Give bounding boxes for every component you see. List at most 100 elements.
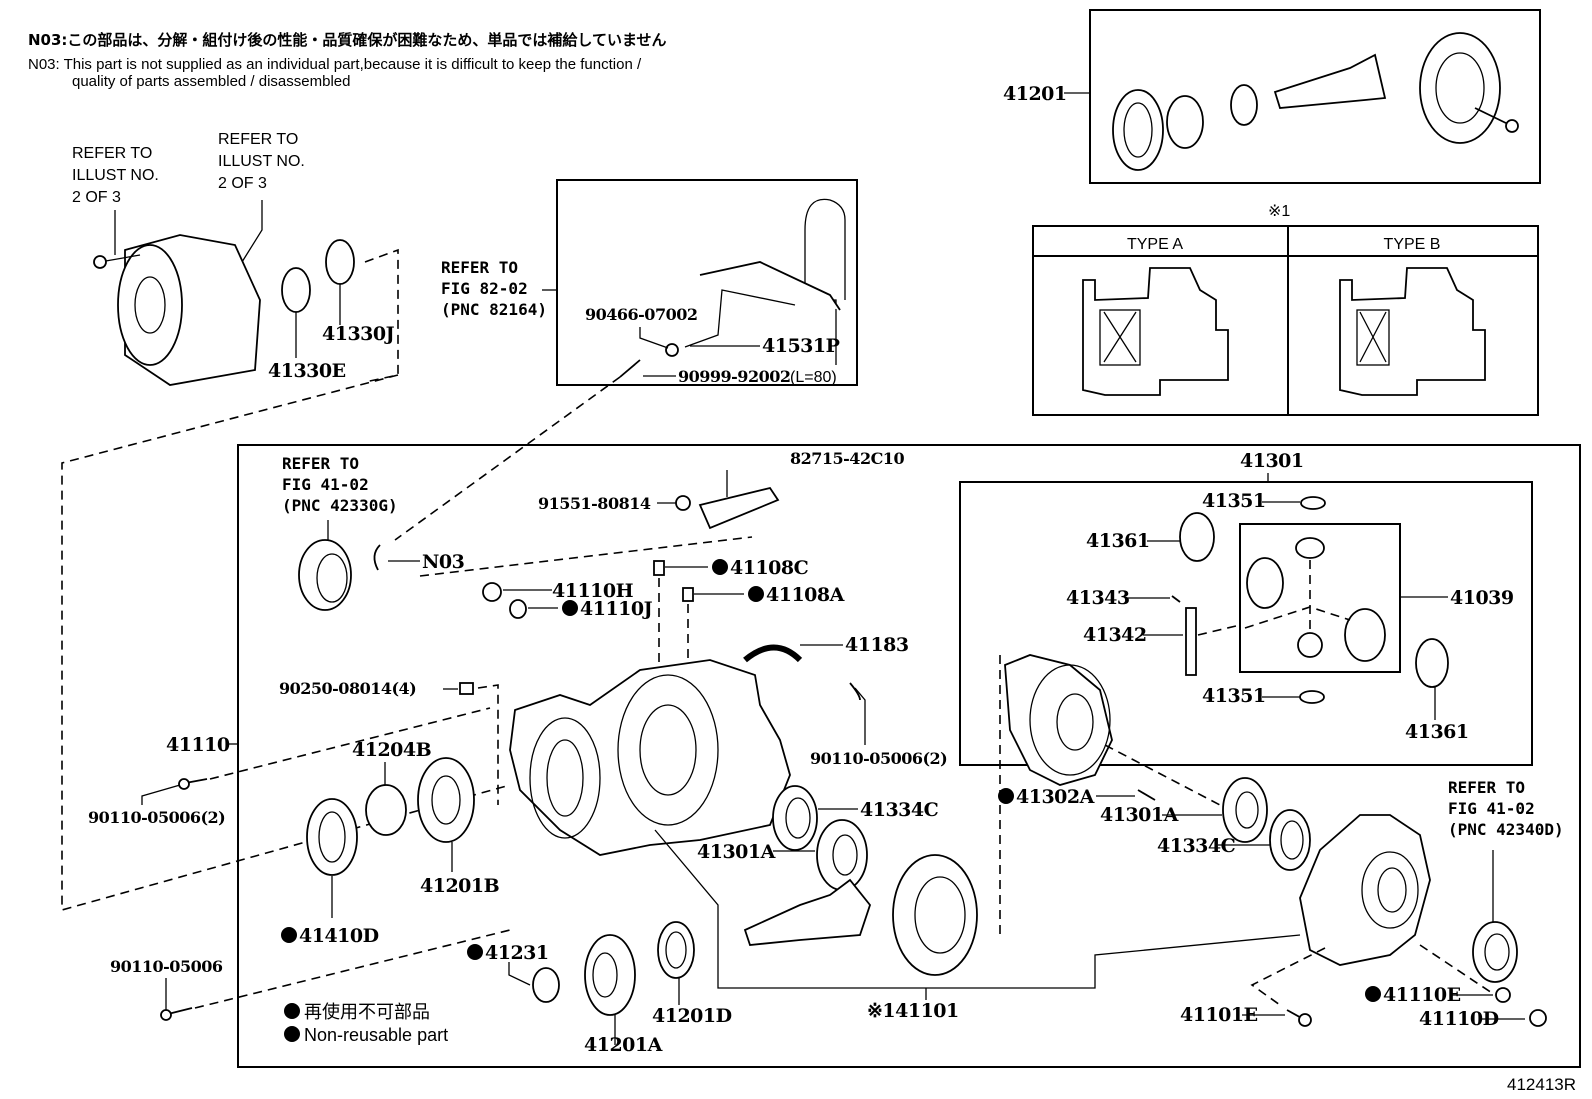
extension-housing-icon <box>93 234 261 386</box>
part-label-41201A[interactable]: 41201A <box>584 1034 663 1056</box>
legend-dot-en <box>284 1026 300 1042</box>
part-label-41110[interactable]: 41110 <box>166 734 230 756</box>
nut-41204B-icon <box>365 784 407 836</box>
hose-N03-icon <box>373 544 381 571</box>
breather-pipe-icon <box>804 198 846 365</box>
washer-41351-bottom-icon <box>1299 690 1325 704</box>
part-label-N03[interactable]: N03 <box>422 551 465 573</box>
part-label-41039[interactable]: 41039 <box>1450 587 1514 609</box>
part-label-90999-92002[interactable]: 90999-92002 <box>678 367 791 386</box>
part-label-41101E[interactable]: 41101E <box>1180 1004 1258 1026</box>
non-reusable-marker <box>712 559 728 575</box>
part-label-41330J[interactable]: 41330J <box>322 323 395 345</box>
main-assembly-box <box>237 444 1581 1068</box>
pinion-gear-bottom-icon <box>1297 632 1323 658</box>
part-label-41110E[interactable]: 41110E <box>1383 984 1461 1006</box>
part-label-41351-top[interactable]: 41351 <box>1202 490 1266 512</box>
part-label-41361-top[interactable]: 41361 <box>1086 530 1150 552</box>
part-label-90466-07002[interactable]: 90466-07002 <box>585 305 698 324</box>
breather-hose-group: REFER TO FIG 82-02 (PNC 82164) 90466-070… <box>394 179 858 541</box>
part-label-41231[interactable]: 41231 <box>485 942 549 964</box>
part-label-41410D[interactable]: 41410D <box>299 925 379 947</box>
refer-illust-left-line1: REFER TO <box>72 145 152 162</box>
pin-41343-icon <box>1171 595 1181 603</box>
plug-41110D-icon <box>1529 1009 1547 1027</box>
refer-fig-41-02-g-line2: FIG 41-02 <box>282 475 369 494</box>
part-label-41301A-left[interactable]: 41301A <box>697 841 776 863</box>
part-label-90110-05006[interactable]: 90110-05006 <box>110 957 223 976</box>
part-label-82715-42C10[interactable]: 82715-42C10 <box>790 449 905 468</box>
non-reusable-marker <box>1365 986 1381 1002</box>
part-label-41334C-left[interactable]: 41334C <box>860 799 939 821</box>
leader-line <box>854 687 866 745</box>
bolt-head <box>1505 119 1519 133</box>
type-a-label[interactable]: TYPE A <box>1127 236 1183 253</box>
part-label-41302A[interactable]: 41302A <box>1016 786 1095 808</box>
refer-fig-41-02-d-line2: FIG 41-02 <box>1448 799 1535 818</box>
part-label-41201B[interactable]: 41201B <box>420 875 500 897</box>
part-label-41351-bottom[interactable]: 41351 <box>1202 685 1266 707</box>
oil-seal-icon <box>1112 89 1164 171</box>
dashed-guide <box>1419 944 1496 996</box>
dashed-guide <box>364 248 399 383</box>
part-label-90110-05006-2-left[interactable]: 90110-05006(2) <box>88 808 226 827</box>
washer-41351-icon <box>1300 496 1326 510</box>
part-label-41531P[interactable]: 41531P <box>762 335 840 357</box>
part-label-41201D[interactable]: 41201D <box>652 1005 732 1027</box>
bolt-head <box>1298 1013 1312 1027</box>
leader-line <box>241 200 263 263</box>
oil-seal-inner <box>1484 933 1510 971</box>
drive-pinion-icon <box>743 878 872 946</box>
refer-illust-left-line2: ILLUST NO. <box>72 167 159 184</box>
part-label-41204B[interactable]: 41204B <box>352 739 432 761</box>
part-label-41110D[interactable]: 41110D <box>1419 1008 1499 1030</box>
part-label-41343[interactable]: 41343 <box>1066 587 1130 609</box>
side-gear-icon <box>1246 557 1284 609</box>
part-label-91551-80814[interactable]: 91551-80814 <box>538 494 651 513</box>
leader-line <box>639 327 669 349</box>
type-b-label[interactable]: TYPE B <box>1384 236 1441 253</box>
bolt-head <box>160 1009 172 1021</box>
refer-illust-right-line3: 2 OF 3 <box>218 175 267 192</box>
part-label-41108A[interactable]: 41108A <box>766 584 845 606</box>
part-label-41110J[interactable]: 41110J <box>580 598 653 620</box>
dashed-guide <box>194 929 511 1009</box>
part-label-90250-08014[interactable]: 90250-08014(4) <box>279 679 417 698</box>
hose-90999-icon <box>619 359 641 378</box>
bearing-inner <box>1235 791 1259 829</box>
part-label-41201[interactable]: 41201 <box>1003 83 1067 105</box>
differential-gear-kit-box <box>1239 523 1401 673</box>
carrier-area: REFER TO FIG 41-02 (PNC 42330G) N03 8271… <box>88 449 948 1056</box>
breather-plug-41108C-icon <box>653 560 665 576</box>
part-label-41334C-right[interactable]: 41334C <box>1157 835 1236 857</box>
washer-41361-bottom-icon <box>1415 638 1449 688</box>
part-label-41330E[interactable]: 41330E <box>268 360 346 382</box>
leader-line <box>141 784 181 805</box>
dashed-guide <box>1244 606 1351 629</box>
kit-41201-group: 41201 <box>1003 9 1541 184</box>
bearing-41201B-icon <box>417 757 475 843</box>
differential-case-group: 41301 41351 41361 41039 41343 41342 4135… <box>959 450 1533 935</box>
part-label-141101[interactable]: ※141101 <box>867 1000 959 1022</box>
side-gear-right-icon <box>1344 608 1386 662</box>
part-label-41361-bottom[interactable]: 41361 <box>1405 721 1469 743</box>
oil-seal-41410D-icon <box>306 798 358 876</box>
refer-illust-right-line1: REFER TO <box>218 131 298 148</box>
type-panel-box <box>1032 225 1539 416</box>
differential-case-icon <box>1004 654 1113 786</box>
oil-seal-inner <box>316 553 348 603</box>
legend-dot-jp <box>284 1003 300 1019</box>
dashed-guide <box>1250 947 1326 1006</box>
part-label-41183[interactable]: 41183 <box>845 634 909 656</box>
ring-gear-inner <box>914 876 966 954</box>
part-label-90110-05006-2-right[interactable]: 90110-05006(2) <box>810 749 948 768</box>
part-label-41108C[interactable]: 41108C <box>730 557 809 579</box>
dashed-guide <box>1197 624 1241 636</box>
part-label-41301A-right[interactable]: 41301A <box>1100 804 1179 826</box>
washer-41361-icon <box>1179 512 1215 562</box>
part-label-41110H[interactable]: 41110H <box>552 580 634 602</box>
part-label-41342[interactable]: 41342 <box>1083 624 1147 646</box>
part-label-41301[interactable]: 41301 <box>1240 450 1304 472</box>
bracket-82715-icon <box>698 486 780 530</box>
